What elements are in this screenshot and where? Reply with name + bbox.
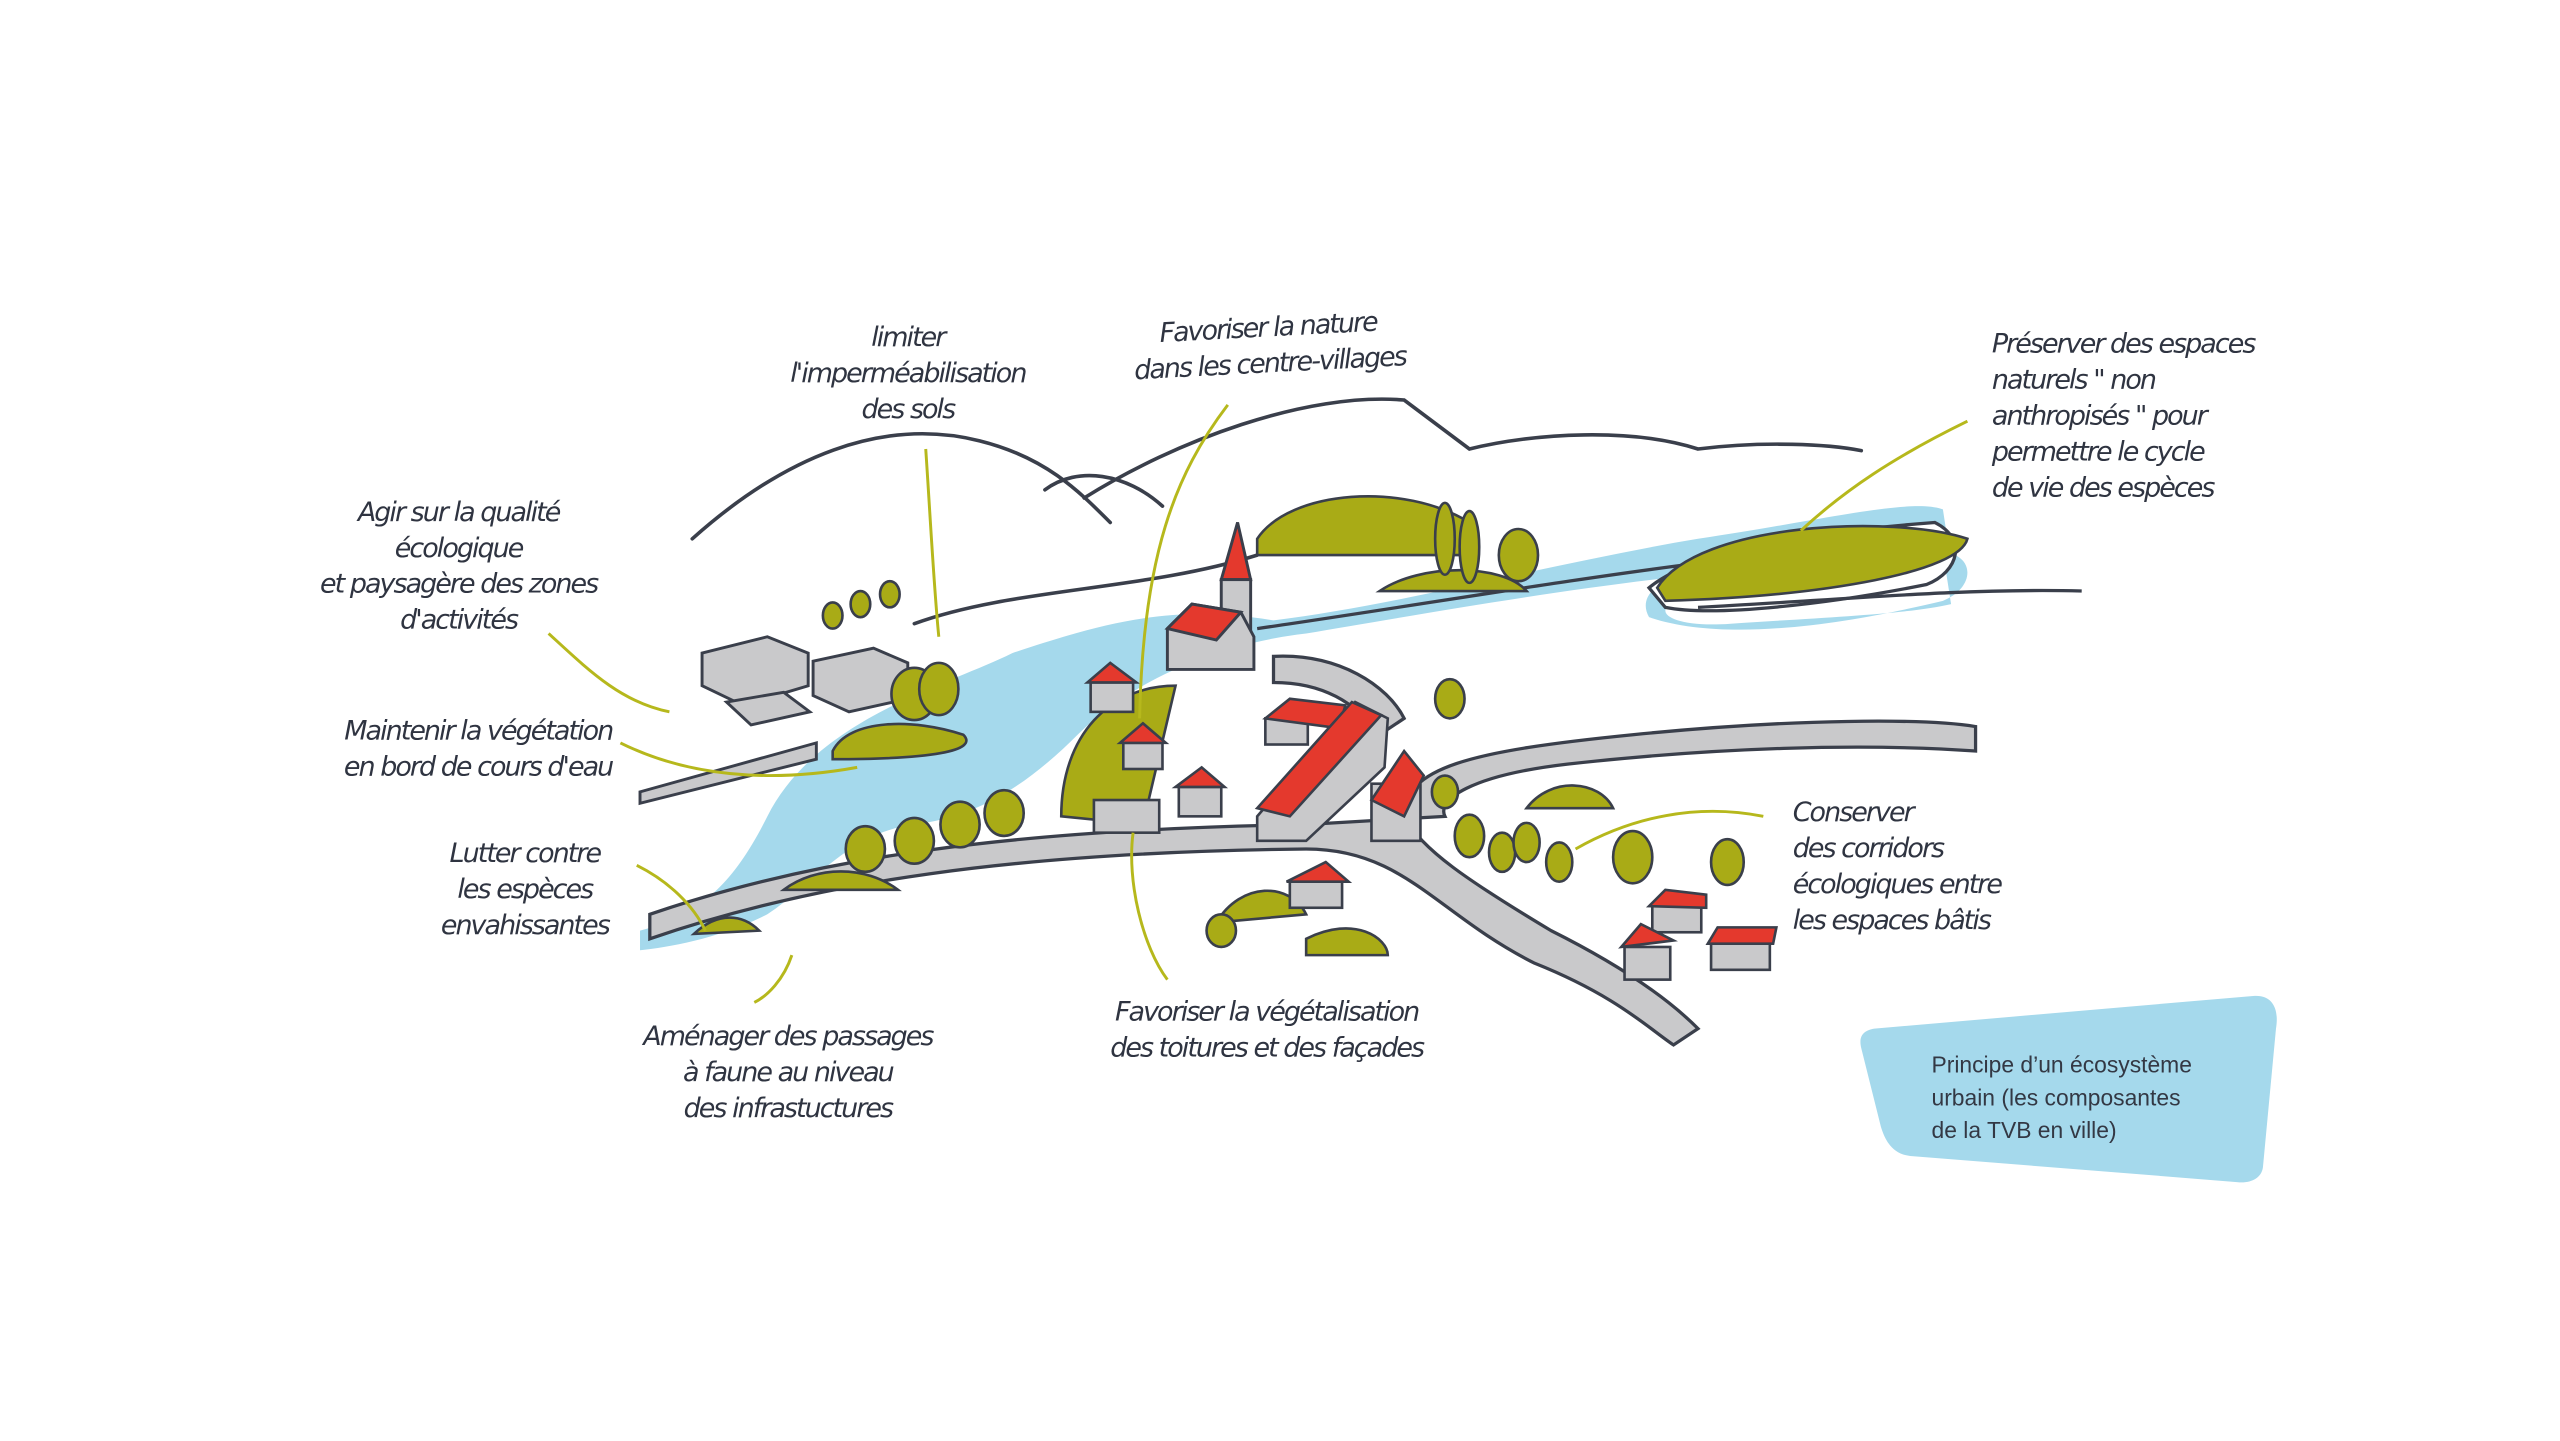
label-line: Favoriser la végétalisation xyxy=(1114,995,1420,1027)
label-line: d'activités xyxy=(400,604,519,636)
label-amenager-passages: Aménager des passages à faune au niveau … xyxy=(643,1019,934,1127)
label-line: écologique xyxy=(394,532,525,564)
hills xyxy=(690,397,1864,626)
label-line: Maintenir la végétation xyxy=(344,715,614,747)
caption-line: de la TVB en ville) xyxy=(1931,1116,2117,1143)
label-maintenir-vegetation: Maintenir la végétation en bord de cours… xyxy=(343,713,614,785)
label-line: l'imperméabilisation xyxy=(790,357,1027,389)
houses xyxy=(1083,661,1778,981)
caption-line: Principe d’un écosystème xyxy=(1931,1051,2192,1078)
label-lutter-especes: Lutter contre les espèces envahissantes xyxy=(440,836,611,944)
label-line: des corridors xyxy=(1792,832,1945,864)
label-line: et paysagère des zones xyxy=(320,568,599,600)
label-line: à faune au niveau xyxy=(682,1056,895,1088)
leader-lines xyxy=(547,404,1969,1004)
label-line: naturels " non xyxy=(1991,364,2157,396)
label-line: limiter xyxy=(871,321,946,353)
label-conserver-corridors: Conserver des corridors écologiques entr… xyxy=(1792,795,2003,939)
label-line: anthropisés " pour xyxy=(1991,400,2208,432)
label-line: de vie des espèces xyxy=(1991,471,2215,503)
caption-line: urbain (les composantes xyxy=(1931,1084,2181,1111)
label-line: des infrastuctures xyxy=(683,1092,894,1124)
label-line: les espaces bâtis xyxy=(1792,904,1992,936)
label-line: écologiques entre xyxy=(1792,868,2003,900)
church xyxy=(1164,522,1256,671)
label-line: en bord de cours d'eau xyxy=(343,751,614,783)
label-vegetalisation-toitures: Favoriser la végétalisation des toitures… xyxy=(1110,994,1425,1066)
label-preserver-espaces: Préserver des espaces naturels " non ant… xyxy=(1991,327,2256,507)
caption-box xyxy=(1860,995,2277,1183)
label-line: Aménager des passages xyxy=(643,1020,934,1052)
label-limiter-impermeabilisation: limiter l'imperméabilisation des sols xyxy=(790,320,1027,428)
label-line: les espèces xyxy=(457,873,594,905)
label-line: des sols xyxy=(861,393,957,425)
activity-zone-buildings xyxy=(700,635,910,727)
label-nature-centre-villages: Favoriser la nature dans les centre-vill… xyxy=(1131,303,1406,389)
label-line: Préserver des espaces xyxy=(1991,328,2256,360)
label-line: des toitures et des façades xyxy=(1110,1031,1425,1063)
label-line: Conserver xyxy=(1792,796,1915,828)
label-line: permettre le cycle xyxy=(1991,435,2206,467)
caption-text: Principe d’un écosystème urbain (les com… xyxy=(1931,1048,2191,1146)
label-line: envahissantes xyxy=(440,909,611,941)
label-line: Lutter contre xyxy=(449,837,602,869)
label-line: Agir sur la qualité xyxy=(357,496,561,528)
trees xyxy=(690,495,1969,957)
label-agir-qualite: Agir sur la qualité écologique et paysag… xyxy=(320,495,599,639)
